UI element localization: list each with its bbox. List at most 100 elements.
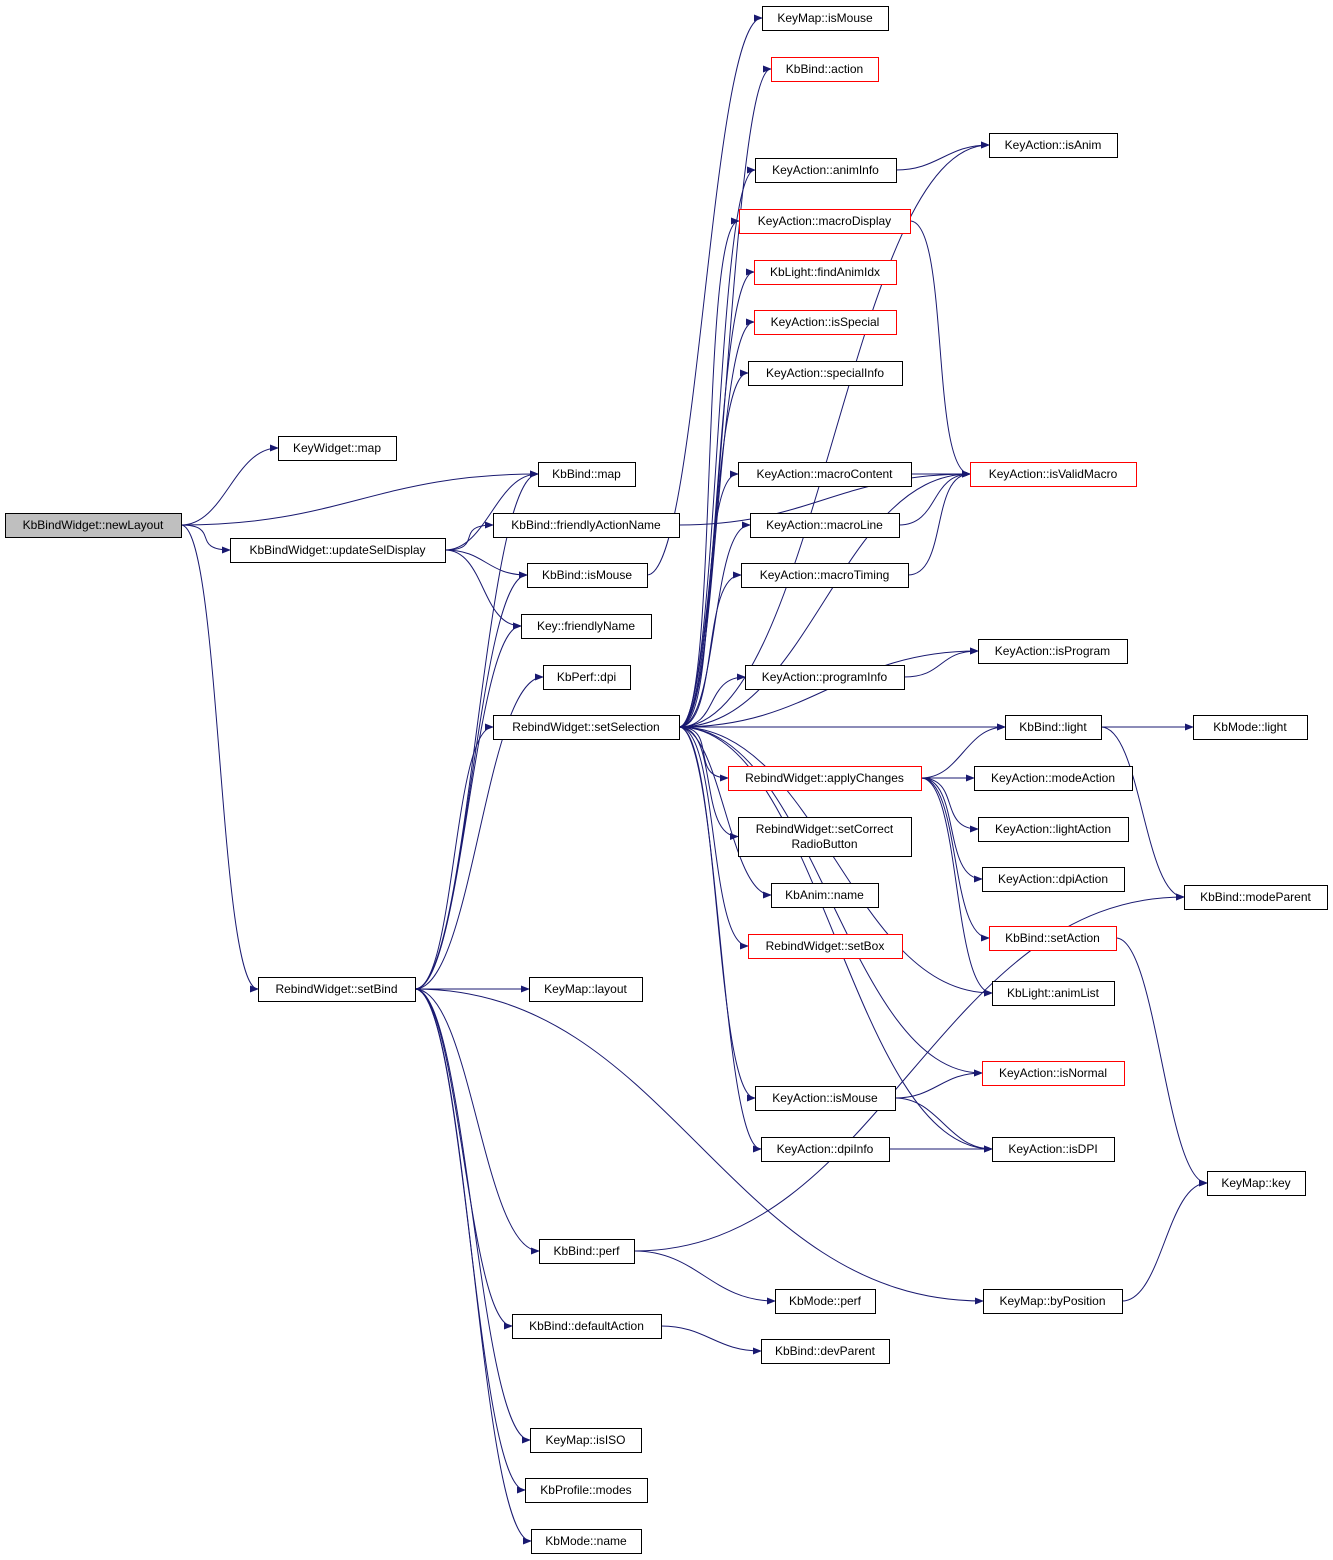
node-box: [974, 766, 1133, 791]
node-kb_ismouse[interactable]: KbBind::isMouse: [527, 563, 648, 588]
node-ka_isvalid[interactable]: KeyAction::isValidMacro: [970, 462, 1137, 487]
node-ka_isdpi[interactable]: KeyAction::isDPI: [992, 1137, 1115, 1162]
node-km_isiso[interactable]: KeyMap::isISO: [530, 1428, 642, 1453]
node-label: RebindWidget::setSelection: [512, 720, 659, 734]
node-kb_devparent[interactable]: KbBind::devParent: [761, 1339, 890, 1364]
edge-rw_setbind-to-kb_ismouse: [414, 571, 528, 990]
edge-rw_setsel-to-ka_specinfo: [678, 369, 749, 728]
node-kb_setaction[interactable]: KbBind::setAction: [989, 926, 1117, 951]
node-km_ismouse[interactable]: KeyMap::isMouse: [762, 6, 889, 31]
edge-rw_setbind-to-kb_defact: [414, 988, 513, 1330]
node-label: KbMode::name: [545, 1534, 627, 1548]
node-kpr_modes[interactable]: KbProfile::modes: [525, 1478, 648, 1503]
node-ka_isnormal[interactable]: KeyAction::isNormal: [982, 1061, 1125, 1086]
node-rw_apply[interactable]: RebindWidget::applyChanges: [728, 766, 922, 791]
edge-kbw_usd-to-key_fn: [444, 549, 522, 630]
node-label: KeyAction::isDPI: [1008, 1142, 1097, 1156]
edge-root-to-rw_setbind: [180, 524, 259, 993]
node-kbw_usd[interactable]: KbBindWidget::updateSelDisplay: [230, 538, 446, 563]
node-box: [771, 57, 879, 82]
node-kb_fan[interactable]: KbBind::friendlyActionName: [493, 513, 680, 538]
edge-rw_setbind-to-key_fn: [414, 622, 522, 990]
node-kb_action[interactable]: KbBind::action: [771, 57, 879, 82]
node-box: [258, 977, 416, 1002]
node-kw_map[interactable]: KeyWidget::map: [278, 436, 397, 461]
node-ka_dpiact[interactable]: KeyAction::dpiAction: [982, 867, 1125, 892]
node-ka_macrodisp[interactable]: KeyAction::macroDisplay: [739, 209, 911, 234]
node-label: KbBind::friendlyActionName: [511, 518, 661, 532]
node-ka_name[interactable]: KbAnim::name: [771, 883, 879, 908]
edge-kbw_usd-to-kb_map: [444, 470, 539, 551]
edge-ka_macrodisp-to-ka_isvalid: [909, 220, 971, 478]
node-label: RebindWidget::setCorrect: [756, 822, 894, 836]
edge-kbw_usd-to-kb_ismouse: [444, 549, 528, 579]
node-rw_setsel[interactable]: RebindWidget::setSelection: [493, 715, 680, 740]
node-label: KeyAction::macroDisplay: [758, 214, 891, 228]
node-box: [1193, 715, 1308, 740]
node-box: [1207, 1171, 1306, 1196]
node-kb_map[interactable]: KbBind::map: [538, 462, 636, 487]
node-ka_macrocont[interactable]: KeyAction::macroContent: [738, 462, 912, 487]
node-ka_animinfo[interactable]: KeyAction::animInfo: [755, 158, 897, 183]
node-box: [230, 538, 446, 563]
node-ka_macroline[interactable]: KeyAction::macroLine: [750, 513, 900, 538]
node-label: KeyAction::isNormal: [999, 1066, 1107, 1080]
node-box: [755, 1086, 896, 1111]
node-label: RebindWidget::setBind: [275, 982, 397, 996]
node-box: [982, 1061, 1125, 1086]
node-rw_setbind[interactable]: RebindWidget::setBind: [258, 977, 416, 1002]
node-kb_defact[interactable]: KbBind::defaultAction: [512, 1314, 662, 1339]
node-kb_modeparent[interactable]: KbBind::modeParent: [1184, 885, 1328, 910]
edges-layer: [180, 14, 1208, 1545]
node-label: KbAnim::name: [785, 888, 864, 902]
node-ka_modeact[interactable]: KeyAction::modeAction: [974, 766, 1133, 791]
node-ka_proginfo[interactable]: KeyAction::programInfo: [745, 665, 905, 690]
node-ka_isprog[interactable]: KeyAction::isProgram: [978, 639, 1128, 664]
node-rw_setbox[interactable]: RebindWidget::setBox: [748, 934, 903, 959]
node-label: KeyAction::animInfo: [772, 163, 879, 177]
node-ka_lightact[interactable]: KeyAction::lightAction: [978, 817, 1129, 842]
edge-ka_macrotim-to-ka_isvalid: [907, 470, 971, 576]
node-km_key[interactable]: KeyMap::key: [1207, 1171, 1306, 1196]
node-km_bypos[interactable]: KeyMap::byPosition: [983, 1289, 1123, 1314]
node-kmo_perf[interactable]: KbMode::perf: [775, 1289, 876, 1314]
node-ka_dpiinfo[interactable]: KeyAction::dpiInfo: [761, 1137, 890, 1162]
edge-rw_setsel-to-rw_setbox: [678, 726, 749, 950]
edge-rw_setsel-to-ka_macrocont: [678, 470, 739, 728]
node-label: KbMode::perf: [789, 1294, 862, 1308]
node-kb_perf[interactable]: KbBind::perf: [539, 1239, 635, 1264]
node-label: KbPerf::dpi: [557, 670, 616, 684]
node-label: KbBind::perf: [553, 1244, 620, 1258]
node-kmo_name[interactable]: KbMode::name: [531, 1529, 642, 1554]
node-ka_isspecial[interactable]: KeyAction::isSpecial: [754, 310, 897, 335]
node-kl_findanim[interactable]: KbLight::findAnimIdx: [754, 260, 897, 285]
node-box: [983, 1289, 1123, 1314]
node-root[interactable]: KbBindWidget::newLayout: [5, 513, 182, 538]
node-box: [531, 1529, 642, 1554]
node-label: KbBind::isMouse: [542, 568, 632, 582]
node-ka_ismouse2[interactable]: KeyAction::isMouse: [755, 1086, 896, 1111]
node-box: [755, 158, 897, 183]
edge-rw_setbind-to-kb_perf: [414, 988, 540, 1255]
node-ka_specinfo[interactable]: KeyAction::specialInfo: [748, 361, 903, 386]
node-km_layout[interactable]: KeyMap::layout: [529, 977, 643, 1002]
edge-rw_apply-to-kb_setaction: [920, 777, 990, 942]
node-kp_dpi[interactable]: KbPerf::dpi: [543, 665, 631, 690]
node-label: KbBind::defaultAction: [529, 1319, 644, 1333]
node-box: [978, 639, 1128, 664]
node-kl_animlist[interactable]: KbLight::animList: [992, 981, 1115, 1006]
node-kb_light[interactable]: KbBind::light: [1005, 715, 1102, 740]
node-kmo_light[interactable]: KbMode::light: [1193, 715, 1308, 740]
node-label: KeyMap::isMouse: [777, 11, 873, 25]
node-label: KbBind::action: [786, 62, 863, 76]
node-box: [512, 1314, 662, 1339]
node-box: [989, 926, 1117, 951]
node-ka_isanim[interactable]: KeyAction::isAnim: [989, 133, 1118, 158]
node-key_fn[interactable]: Key::friendlyName: [521, 614, 652, 639]
node-ka_macrotim[interactable]: KeyAction::macroTiming: [741, 563, 909, 588]
node-box: [754, 310, 897, 335]
node-label: KbBind::map: [552, 467, 621, 481]
node-box: [771, 883, 879, 908]
node-box: [978, 817, 1129, 842]
